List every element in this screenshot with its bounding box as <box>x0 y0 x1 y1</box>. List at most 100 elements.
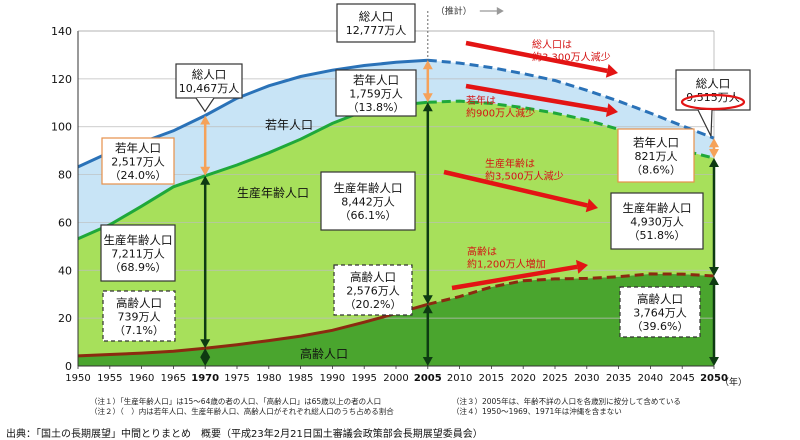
callout-box <box>101 137 175 185</box>
x-tick-1970: 1970 <box>191 373 219 384</box>
total-line-projection <box>427 58 715 140</box>
trend-working-line-2: 約3,500万人減少 <box>485 170 564 183</box>
callout-line-1: 生産年齢人口 <box>623 201 692 215</box>
callout-line-3: （66.1%） <box>340 209 397 222</box>
callout-line-2: 3,764万人 <box>633 306 687 319</box>
young-arrow-2050-bottom-head <box>709 149 719 159</box>
young-arrow-1970-bottom-head <box>200 166 211 176</box>
callout-pointer <box>697 109 713 137</box>
x-tick-2015: 2015 <box>479 373 504 384</box>
working-arrow-2005-bottom-head <box>422 295 433 305</box>
callout-box <box>336 3 416 43</box>
trend-elderly-line-1: 高齢は <box>467 245 497 258</box>
young-arrow-2005-bottom-head <box>422 93 433 103</box>
callout-line-3: （20.2%） <box>345 298 402 311</box>
trend-total-arrow-head <box>605 64 618 78</box>
working-area-label: 生産年齢人口 <box>237 185 309 200</box>
x-tick-1975: 1975 <box>224 373 249 384</box>
x-tick-1955: 1955 <box>97 373 122 384</box>
callout-line-2: 7,211万人 <box>111 247 165 260</box>
trend-working-arrow <box>443 169 588 208</box>
x-tick-1990: 1990 <box>320 373 345 384</box>
trend-young-arrow-head <box>605 103 618 118</box>
x-tick-1980: 1980 <box>256 373 281 384</box>
callout-line-1: 若年人口 <box>633 135 679 149</box>
x-tick-2030: 2030 <box>574 373 599 384</box>
x-tick-2045: 2045 <box>669 373 694 384</box>
callout-line-2: 2,576万人 <box>346 284 400 297</box>
callout-line-3: （13.8%） <box>348 101 405 114</box>
trend-total-arrow <box>465 40 608 74</box>
young-arrow-2050-top-head <box>709 138 719 148</box>
callout-line-3: （68.9%） <box>110 261 167 274</box>
x-tick-2035: 2035 <box>606 373 631 384</box>
callout-box <box>102 290 176 342</box>
elderly-area-label: 高齢人口 <box>300 346 348 361</box>
trend-young-line-1: 若年は <box>466 94 496 107</box>
x-tick-2020: 2020 <box>510 373 535 384</box>
y-tick-120: 120 <box>51 73 72 86</box>
callout-line-1: 総人口 <box>192 68 227 82</box>
x-unit-label: （年） <box>720 376 747 388</box>
x-tick-1995: 1995 <box>351 373 376 384</box>
callout-line-2: 12,777万人 <box>346 24 407 37</box>
total-2050-highlight-circle <box>680 93 746 111</box>
x-tick-2005: 2005 <box>414 373 442 384</box>
working-arrow-2005-top-head <box>422 102 433 112</box>
y-tick-100: 100 <box>51 121 72 134</box>
elderly-arrow-2005-top-head <box>422 304 433 314</box>
x-tick-2050: 2050 <box>700 373 728 384</box>
elderly-area <box>78 273 714 366</box>
callout-line-2: 821万人 <box>635 150 678 163</box>
x-tick-1950: 1950 <box>65 373 90 384</box>
young-area-label: 若年人口 <box>265 118 313 132</box>
callout-line-1: 生産年齢人口 <box>334 181 403 195</box>
callout-line-1: 高齢人口 <box>350 270 396 284</box>
callout-line-2: 10,467万人 <box>179 82 240 95</box>
callout-line-1: 若年人口 <box>353 73 399 87</box>
y-tick-80: 80 <box>58 169 72 182</box>
callout-line-3: （39.6%） <box>632 320 689 333</box>
y-tick-40: 40 <box>58 264 72 277</box>
callout-line-2: 2,517万人 <box>111 155 165 168</box>
elderly-line-actual <box>77 302 429 358</box>
trend-working-line-1: 生産年齢は <box>485 157 535 170</box>
trend-total-line-1: 総人口は <box>532 38 572 51</box>
elderly-arrow-1970-top-head <box>200 348 211 358</box>
callout-line-3: （7.1%） <box>114 324 164 337</box>
x-tick-2000: 2000 <box>383 373 408 384</box>
callout-box <box>335 69 417 117</box>
young-arrow-1970-top-head <box>200 115 211 125</box>
working-arrow-2050-top-head <box>709 158 719 168</box>
trend-elderly-arrow <box>451 264 578 291</box>
y-tick-140: 140 <box>51 25 72 38</box>
y-tick-20: 20 <box>58 312 72 325</box>
x-tick-2040: 2040 <box>638 373 663 384</box>
callout-box <box>675 69 751 111</box>
callout-line-1: 生産年齢人口 <box>104 233 173 247</box>
x-tick-1960: 1960 <box>129 373 154 384</box>
note-4: （注４）1950～1969、1971年は沖縄を含まない <box>452 407 622 416</box>
trend-working-arrow-head <box>585 198 598 213</box>
callout-line-3: （24.0%） <box>110 169 167 182</box>
elderly-arrow-1970-bottom-head <box>200 357 211 366</box>
elderly-arrow-2050-top-head <box>709 276 719 286</box>
note-2: （注２）（ ）内は若年人口、生産年齢人口、高齢人口がそれぞれ総人口のうち占める割… <box>90 407 394 416</box>
trend-young-line-2: 約900万人減少 <box>466 107 535 120</box>
note-1: （注１）「生産年齢人口」は15～64歳の者の人口、「高齢人口」は65歳以上の者の… <box>90 397 382 406</box>
callout-line-1: 総人口 <box>359 10 394 24</box>
callout-line-2: 739万人 <box>118 310 161 323</box>
callout-line-2: 9,515万人 <box>686 91 740 104</box>
callout-line-2: 4,930万人 <box>630 215 684 228</box>
callout-line-3: （51.8%） <box>629 229 686 242</box>
callout-box <box>333 264 413 316</box>
working-arrow-2050-bottom-head <box>709 267 719 277</box>
